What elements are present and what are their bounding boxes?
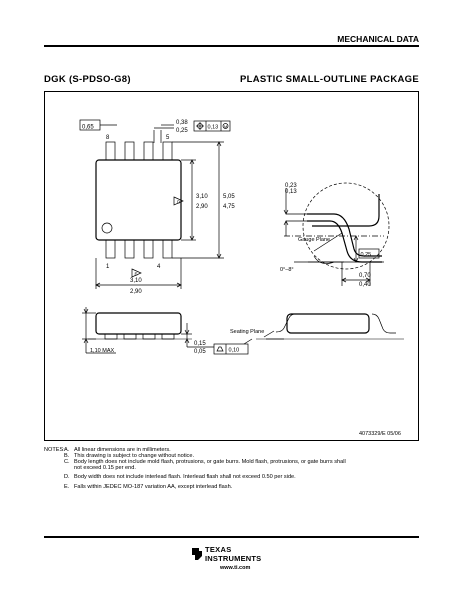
package-body-side-detail: [286, 313, 370, 334]
note-c-continued: not exceed 0.15 per end.: [74, 465, 136, 471]
note-e: E.Falls within JEDEC MO-187 variation AA…: [64, 484, 233, 490]
lead-6: [143, 141, 154, 161]
ti-logo-icon: [192, 548, 202, 560]
pin-label-4: 4: [157, 264, 161, 270]
position-tolerance-value: 0,13: [208, 125, 219, 131]
ti-brand-line2: INSTRUMENTS: [205, 554, 262, 563]
lead-pitch-value: 0,65: [82, 125, 94, 131]
lead-thickness-min: 0,13: [285, 189, 297, 195]
document-header-title: MECHANICAL DATA: [337, 34, 419, 44]
gauge-plane-label: Gauge Plane: [298, 237, 330, 243]
package-name: PLASTIC SMALL-OUTLINE PACKAGE: [240, 74, 419, 85]
package-id: DGK (S-PDSO-G8): [44, 74, 131, 85]
header-rule: [44, 45, 419, 47]
lead-width-min: 0,25: [176, 128, 188, 134]
height-max-label: 1,10 MAX: [90, 348, 114, 354]
lead-4: [162, 239, 173, 259]
note-c: C.Body length does not include mold flas…: [64, 459, 346, 465]
ti-brand-line1: TEXAS: [205, 545, 232, 554]
note-d-flag: [173, 196, 184, 206]
gauge-plane-dim: 0,25: [361, 252, 372, 258]
foot-length-max: 0,70: [359, 273, 371, 279]
overall-width-max: 5,05: [223, 194, 235, 200]
lead-5: [162, 141, 173, 161]
foot-length-min: 0,40: [359, 282, 371, 288]
package-body-top: [95, 159, 182, 241]
lead-2: [124, 239, 135, 259]
note-e-letter: E: [135, 272, 138, 277]
pin-label-8: 8: [106, 135, 110, 141]
detail-circle: [302, 182, 390, 270]
note-d-letter: D: [177, 200, 181, 205]
lead-thickness-max: 0,23: [285, 183, 297, 189]
pin-label-1: 1: [106, 264, 110, 270]
lead-3: [143, 239, 154, 259]
standoff-max: 0,15: [194, 341, 206, 347]
notes-block: NOTES: A.All linear dimensions are in mi…: [44, 446, 419, 521]
lead-width-max: 0,38: [176, 120, 188, 126]
overall-width-min: 4,75: [223, 204, 235, 210]
coplanarity-value: 0,10: [229, 348, 240, 354]
lead-1: [105, 239, 116, 259]
pin1-marker: [101, 222, 113, 234]
seating-plane-label: Seating Plane: [230, 329, 264, 335]
mechanical-drawing: M: [79, 119, 404, 437]
body-length-max: 3,10: [130, 278, 142, 284]
note-d: D.Body width does not include interlead …: [64, 474, 296, 480]
position-tolerance-box: [193, 120, 231, 132]
body-length-min: 2,90: [130, 289, 142, 295]
standoff-min: 0,05: [194, 349, 206, 355]
note-b: B.This drawing is subject to change with…: [64, 453, 195, 459]
package-body-side: [95, 312, 182, 335]
notes-label: NOTES:: [44, 447, 65, 453]
svg-text:M: M: [224, 124, 227, 129]
drawing-number: 4073329/E 05/06: [359, 431, 401, 437]
lead-angle: 0°–8°: [280, 267, 294, 273]
footer-url[interactable]: www.ti.com: [220, 565, 251, 571]
drawing-frame: M: [44, 91, 419, 441]
note-e-flag: [131, 268, 142, 278]
note-a: A.All linear dimensions are in millimete…: [64, 447, 171, 453]
lead-7: [124, 141, 135, 161]
body-width-max: 3,10: [196, 194, 208, 200]
body-width-min: 2,90: [196, 204, 208, 210]
pin-label-5: 5: [166, 135, 170, 141]
ti-logo: TEXAS INSTRUMENTS: [192, 545, 262, 563]
footer-rule: [44, 536, 419, 538]
lead-8: [105, 141, 116, 161]
